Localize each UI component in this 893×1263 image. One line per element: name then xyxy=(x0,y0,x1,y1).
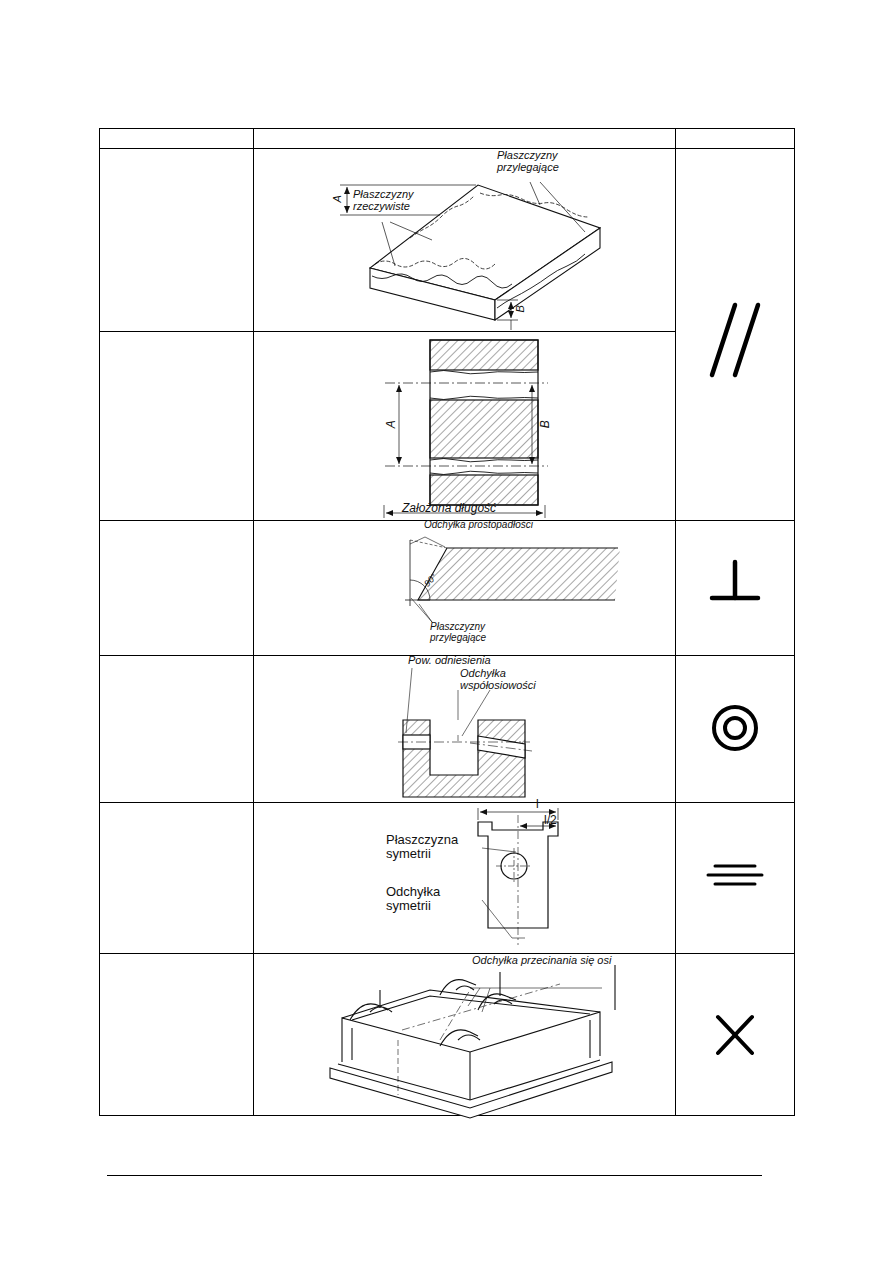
perpendicularity-symbol xyxy=(712,562,758,598)
bushing-section xyxy=(384,340,548,518)
callout-label: Odchyłka symetrii xyxy=(386,885,486,912)
dimension-label: A xyxy=(385,417,398,431)
callout-label: Odchyłka prostopadłości xyxy=(424,520,534,531)
callout-label: Płaszczyzny przylegające xyxy=(497,150,579,173)
intersection-drawing xyxy=(330,965,615,1118)
callout-label: Płaszczyzny rzeczywiste xyxy=(353,189,423,212)
callout-label: Założona długość xyxy=(402,502,542,515)
table-grid xyxy=(99,128,795,1116)
callout-label: l xyxy=(536,798,546,811)
coaxiality-symbol xyxy=(714,707,756,749)
symmetry-symbol xyxy=(708,866,762,884)
dimension-label: A xyxy=(332,192,344,206)
symmetry-drawing xyxy=(478,808,558,945)
dimension-label: B xyxy=(515,302,527,316)
callout-label: Płaszczyzny przylegające xyxy=(430,622,530,643)
dimension-label: B xyxy=(539,417,552,431)
callout-label: Odchyłka współosiowości xyxy=(460,668,555,691)
parallelism-symbol xyxy=(712,305,735,375)
callout-label: Pow. odniesienia xyxy=(408,655,528,667)
dimension-label: 90° xyxy=(420,570,442,592)
callout-label: Płaszczyzna symetrii xyxy=(386,833,486,860)
callout-label: l/2 xyxy=(544,814,574,827)
callout-label: Odchyłka przecinania się osi xyxy=(472,955,642,967)
tolerance-symbols xyxy=(708,305,762,1053)
plate-drawing xyxy=(340,182,600,330)
perpendicularity-drawing xyxy=(405,537,620,622)
parallelism-symbol xyxy=(735,305,758,375)
footer-rule xyxy=(107,1175,762,1176)
intersection-symbol xyxy=(718,1017,752,1053)
